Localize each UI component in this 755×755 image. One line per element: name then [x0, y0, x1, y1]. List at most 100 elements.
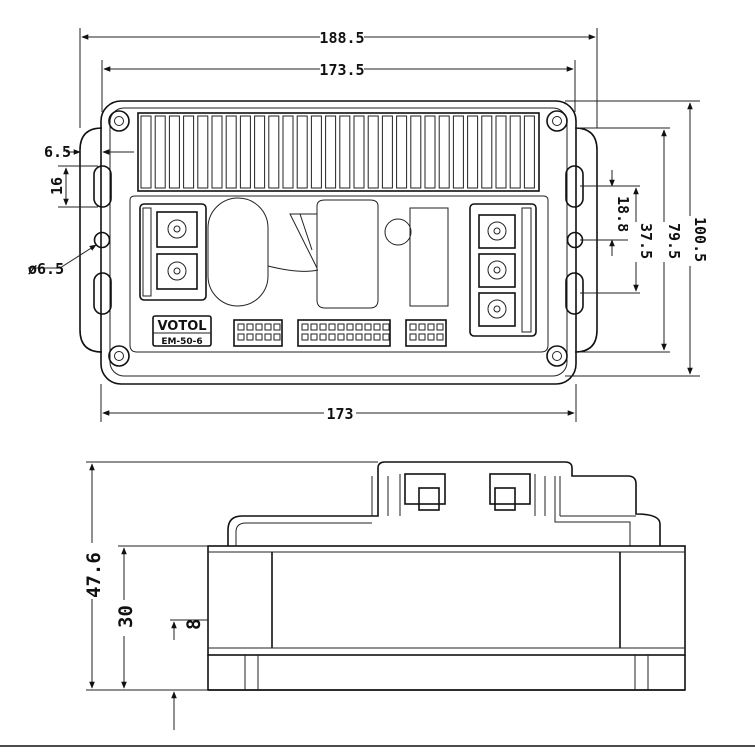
connector-hood — [377, 461, 661, 546]
capacitor-outline-right — [409, 207, 449, 307]
dim-body-height: 30 — [113, 547, 137, 689]
dim-body-width: 173 — [102, 404, 575, 423]
dim-edge-offset-label: 6.5 — [44, 143, 71, 161]
heatsink-fin — [183, 115, 195, 189]
connector-pin — [355, 323, 363, 331]
dim-mount-height-label: 79.5 — [665, 223, 683, 259]
left-power-connector-housing — [139, 203, 207, 301]
right-terminal-1 — [478, 214, 516, 249]
connector-pin — [246, 333, 254, 341]
connector-pin — [364, 333, 372, 341]
connector-pin — [364, 323, 372, 331]
left-terminal-lower — [156, 253, 198, 290]
component-wedge — [289, 213, 318, 269]
connector-pin — [264, 323, 272, 331]
connector-pin — [310, 323, 318, 331]
dim-slot-length-label: 16 — [48, 177, 66, 195]
heatsink-fin — [438, 115, 450, 189]
connector-pin — [264, 333, 272, 341]
heatsink-fin — [140, 115, 152, 189]
heatsink-fin — [310, 115, 322, 189]
heatsink-fin — [424, 115, 436, 189]
dim-overall-height: 100.5 — [682, 102, 709, 375]
dim-overall-width: 188.5 — [81, 28, 596, 47]
connector-pin — [237, 323, 245, 331]
dim-flange-height-label: 8 — [183, 619, 205, 630]
right-terminal-2 — [478, 253, 516, 288]
heatsink-fin — [367, 115, 379, 189]
heatsink-fin — [168, 115, 180, 189]
corner-screw-bottom-right — [546, 345, 568, 367]
dim-body-width-label: 173 — [326, 405, 353, 423]
dim-slot-length: 16 — [48, 165, 98, 208]
dim-flange-height: 8 — [171, 619, 205, 730]
connector-pin — [418, 323, 426, 331]
connector-pin — [373, 333, 381, 341]
dim-slot-spacing: 37.5 — [628, 187, 655, 292]
heatsink-fin — [396, 115, 408, 189]
brand-label: VOTOL EM-50-6 — [152, 315, 212, 347]
connector-pin — [427, 323, 435, 331]
connector-pin — [319, 323, 327, 331]
left-lower-slot — [93, 272, 112, 315]
dim-total-height-label: 47.6 — [83, 552, 105, 598]
heatsink-fin — [225, 115, 237, 189]
capacitor-outline-left — [207, 197, 269, 307]
heatsink-fin — [353, 115, 365, 189]
heatsink-fins — [140, 115, 535, 189]
capacitor-outline-mid — [316, 199, 379, 309]
side-lug-left — [404, 473, 446, 511]
dim-body-height-label: 30 — [115, 605, 137, 628]
connector-pin — [319, 333, 327, 341]
dim-slot-offset: 18.8 — [609, 170, 632, 256]
connector-pin — [246, 323, 254, 331]
connector-pin — [255, 333, 263, 341]
connector-pin — [427, 333, 435, 341]
heatsink-fin — [381, 115, 393, 189]
heatsink-fin — [268, 115, 280, 189]
heatsink-fin — [211, 115, 223, 189]
right-terminal-3 — [478, 292, 516, 327]
heatsink-fin — [495, 115, 507, 189]
connector-pin — [310, 333, 318, 341]
connector-pin — [301, 333, 309, 341]
dim-mount-spacing: 173.5 — [103, 60, 574, 79]
heatsink-fin — [452, 115, 464, 189]
heatsink-fin — [325, 115, 337, 189]
connector-pin — [328, 333, 336, 341]
heatsink-fin — [523, 115, 535, 189]
heatsink-fin — [509, 115, 521, 189]
connector-pin — [273, 323, 281, 331]
dim-slot-spacing-label: 37.5 — [637, 223, 655, 259]
small-capacitor-outline — [384, 218, 412, 246]
connector-pin — [418, 333, 426, 341]
mounting-flange-left — [79, 127, 103, 353]
connector-pin — [237, 333, 245, 341]
side-base-flange — [207, 655, 686, 691]
model-number: EM-50-6 — [161, 337, 202, 347]
signal-connector-small — [233, 319, 283, 347]
connector-pin — [346, 333, 354, 341]
top-view: VOTOL EM-50-6 188.5 173.5 173 — [28, 28, 709, 423]
connector-pin — [301, 323, 309, 331]
side-view: 47.6 30 8 — [80, 461, 686, 730]
brand-name: VOTOL — [157, 319, 206, 334]
heatsink-fin — [154, 115, 166, 189]
dim-mount-height: 79.5 — [656, 129, 683, 351]
connector-pin — [436, 323, 444, 331]
connector-pin — [328, 323, 336, 331]
heatsink-fin — [239, 115, 251, 189]
connector-pin — [346, 323, 354, 331]
left-terminal-upper — [156, 211, 198, 248]
connector-pin — [273, 333, 281, 341]
corner-screw-top-right — [546, 110, 568, 132]
connector-pin — [382, 323, 390, 331]
dim-overall-height-label: 100.5 — [691, 217, 709, 262]
connector-pin — [409, 323, 417, 331]
connector-pin — [373, 323, 381, 331]
dim-slot-offset-label: 18.8 — [614, 196, 632, 232]
dim-overall-width-label: 188.5 — [319, 29, 364, 47]
connector-pin — [255, 323, 263, 331]
connector-pin — [382, 333, 390, 341]
